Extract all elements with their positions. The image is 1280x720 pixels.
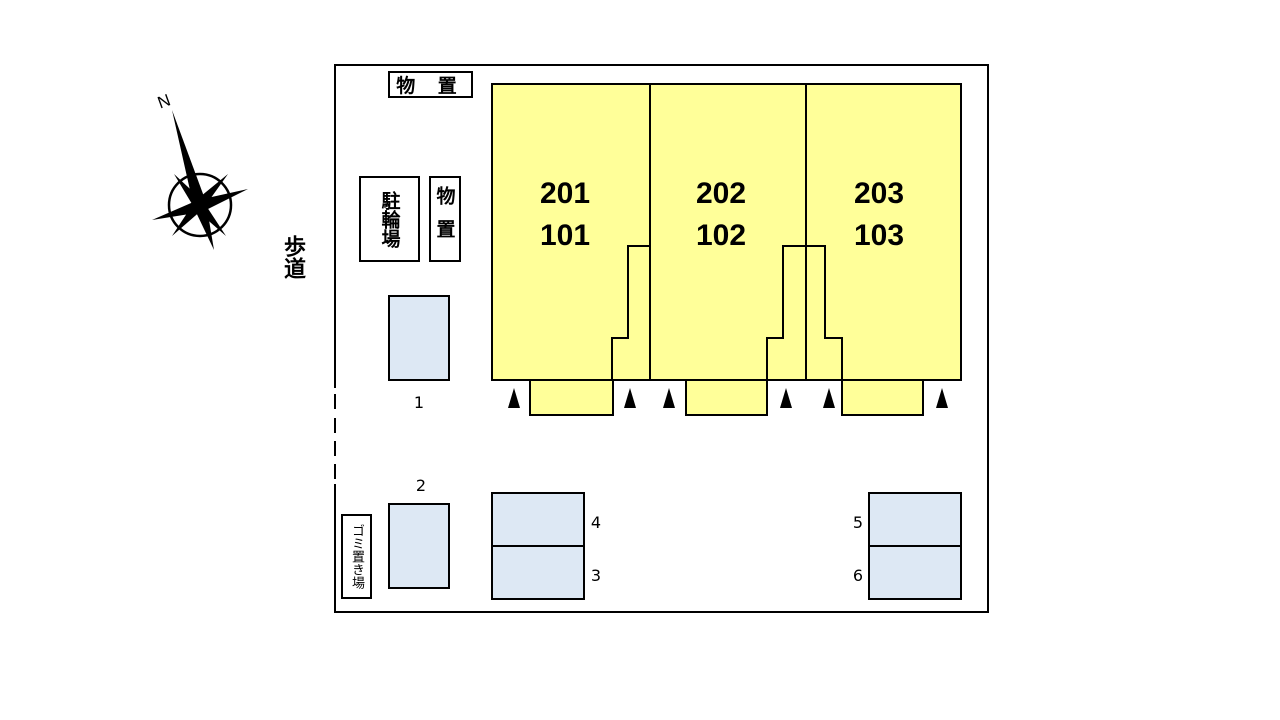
parking-space-4 [491, 492, 585, 547]
parking-space-6 [868, 545, 962, 600]
porch-2 [685, 379, 768, 416]
room-number-lower: 101 [539, 219, 591, 252]
entrance-arrow-icon [936, 388, 948, 408]
bicycle-parking-label: 駐輪場 [378, 190, 401, 248]
garbage-label: ゴミ置き場 [349, 524, 364, 589]
storage-top-label: 物 置 [396, 75, 465, 97]
sidewalk-label: 歩道 [280, 235, 305, 279]
unit-block-1 [491, 83, 651, 381]
entrance-arrow-icon [823, 388, 835, 408]
entrance-arrow-icon [780, 388, 792, 408]
porch-3 [841, 379, 924, 416]
unit-2-labels: 202 102 [676, 173, 766, 257]
room-number-upper: 202 [695, 177, 747, 210]
room-number-lower: 103 [853, 219, 905, 252]
parking-space-5 [868, 492, 962, 547]
entrance-dash [334, 418, 336, 433]
entrance-arrow-icon [663, 388, 675, 408]
entrance-dash [334, 394, 336, 409]
parking-number-4: 4 [590, 513, 602, 532]
parking-space-3 [491, 545, 585, 600]
porch-1 [529, 379, 614, 416]
unit-block-3 [805, 83, 962, 381]
storage-side-label: 物置 [433, 186, 456, 252]
entrance-dash [334, 441, 336, 456]
parking-number-5: 5 [852, 513, 864, 532]
storage-side: 物置 [429, 176, 461, 262]
entrance-dash [334, 464, 336, 479]
room-number-upper: 201 [539, 177, 591, 210]
storage-top: 物 置 [388, 71, 473, 98]
unit-3-labels: 203 103 [834, 173, 924, 257]
garbage-area: ゴミ置き場 [341, 514, 372, 599]
entrance-gap [331, 388, 339, 484]
entrance-arrow-icon [508, 388, 520, 408]
room-number-lower: 102 [695, 219, 747, 252]
parking-number-1: 1 [413, 393, 425, 412]
entrance-arrow-icon [624, 388, 636, 408]
parking-space-2 [388, 503, 450, 589]
unit-block-2 [649, 83, 807, 381]
parking-number-6: 6 [852, 566, 864, 585]
compass-rose-icon [152, 110, 248, 250]
unit-1-labels: 201 101 [520, 173, 610, 257]
parking-number-3: 3 [590, 566, 602, 585]
room-number-upper: 203 [853, 177, 905, 210]
parking-space-1 [388, 295, 450, 381]
parking-number-2: 2 [415, 476, 427, 495]
bicycle-parking: 駐輪場 [359, 176, 420, 262]
